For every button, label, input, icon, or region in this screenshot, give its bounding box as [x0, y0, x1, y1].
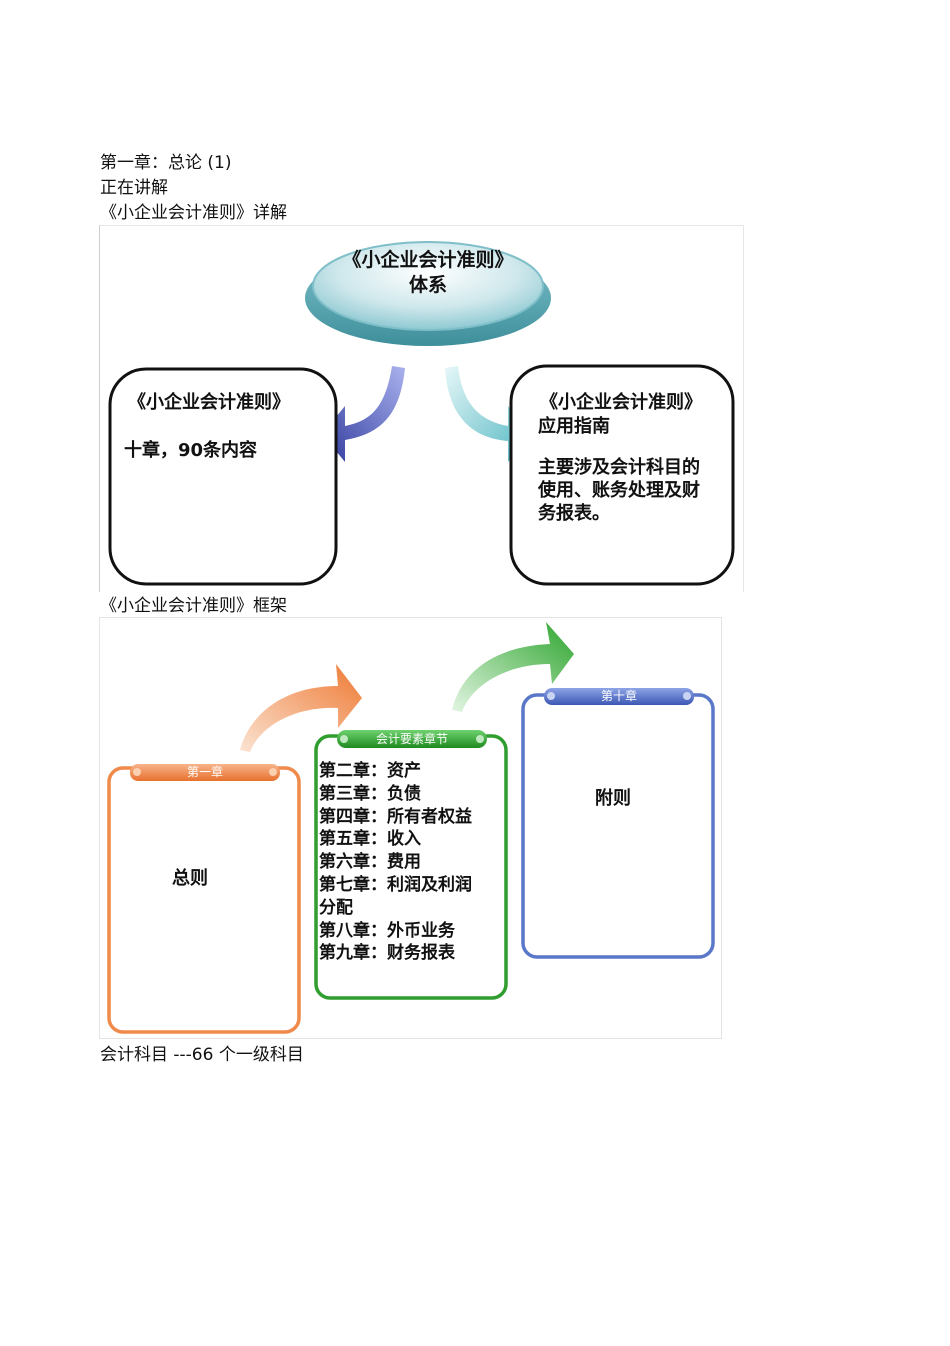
right-box-body: 主要涉及会计科目的 使用、账务处理及财 务报表。	[538, 456, 700, 525]
chapter-one-body: 总则	[172, 868, 208, 889]
system-disc-line1: 《小企业会计准则》	[342, 249, 514, 271]
chapter-ten-body: 附则	[595, 788, 631, 809]
accounts-summary: 会计科目 ---66 个一级科目	[100, 1045, 304, 1065]
green-curved-arrow	[452, 622, 574, 712]
chapter-one-box-frame	[107, 766, 301, 1034]
chapter-ten-tab-label: 第十章	[600, 689, 637, 703]
elements-tab	[337, 730, 487, 748]
standards-framework-diagram: 第一章 会计要素章节 第十章 总则 附则 第二章：资产 第三章：负债 第四章：所…	[99, 617, 722, 1039]
list-item: 分配	[319, 897, 353, 918]
left-curved-arrow	[322, 366, 405, 462]
chapter-one-tab-label: 第一章	[186, 765, 223, 779]
list-item: 第六章：费用	[319, 852, 421, 873]
elements-tab-label: 会计要素章节	[375, 732, 448, 746]
system-disc-line2: 体系	[408, 274, 447, 296]
chapter-heading: 第一章：总论 (1)	[100, 153, 232, 173]
elements-chapter-list: 第二章：资产 第三章：负债 第四章：所有者权益 第五章：收入 第六章：费用 第七…	[319, 760, 504, 965]
right-box-subtitle: 应用指南	[538, 416, 610, 437]
system-disc	[305, 241, 551, 346]
list-item: 第九章：财务报表	[319, 943, 455, 964]
section-title-detail: 《小企业会计准则》详解	[100, 203, 287, 223]
orange-curved-arrow	[240, 664, 362, 752]
list-item: 第八章：外币业务	[319, 920, 455, 941]
list-item: 第四章：所有者权益	[319, 806, 472, 827]
list-item: 第二章：资产	[319, 761, 421, 781]
status-text: 正在讲解	[100, 178, 168, 198]
right-box-body-line: 务报表。	[538, 503, 610, 524]
section-title-framework: 《小企业会计准则》框架	[100, 596, 287, 616]
left-box-body: 十章，90条内容	[124, 440, 258, 461]
standards-system-diagram: 《小企业会计准则》 体系 《小企业会计准则》 十章，90条内容 《小企业会计准则…	[99, 225, 744, 592]
right-box-title: 《小企业会计准则》	[540, 392, 702, 413]
list-item: 第三章：负债	[319, 783, 421, 804]
chapter-ten-box-frame	[521, 693, 715, 959]
left-box-title: 《小企业会计准则》	[128, 392, 290, 413]
chapter-one-tab	[130, 764, 280, 781]
chapter-ten-tab	[544, 688, 694, 705]
left-box-frame	[108, 367, 338, 586]
list-item: 第五章：收入	[319, 829, 421, 850]
right-box-body-line: 使用、账务处理及财	[538, 480, 700, 501]
right-box-body-line: 主要涉及会计科目的	[538, 457, 700, 478]
right-box-frame	[509, 364, 735, 586]
list-item: 第七章：利润及利润	[319, 874, 472, 895]
system-disc-label: 《小企业会计准则》 体系	[328, 248, 528, 298]
